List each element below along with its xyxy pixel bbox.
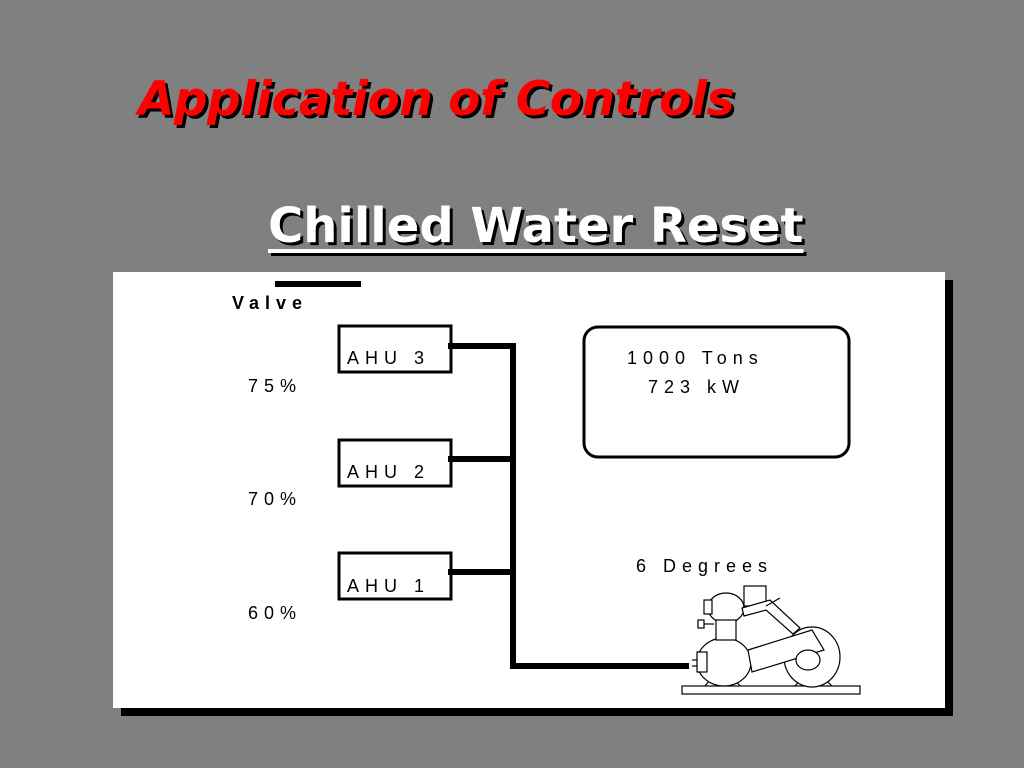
ahu-1-box xyxy=(337,551,453,601)
valve-header: Valve xyxy=(232,293,308,313)
ahu-1-label: AHU 1 xyxy=(347,576,430,596)
ahu-2-box xyxy=(337,438,453,488)
chiller-power: 723 kW xyxy=(648,377,745,397)
chiller-info-box xyxy=(582,325,851,459)
chiller-icon xyxy=(681,585,861,695)
ahu-3-valve: 75% xyxy=(248,376,302,396)
ahu-2-label: AHU 2 xyxy=(347,462,430,482)
slide-title: Application of Controls xyxy=(138,72,735,127)
slide-subtitle: Chilled Water Reset xyxy=(268,198,804,254)
ahu-3-box xyxy=(337,324,453,374)
chilled-water-piping xyxy=(448,343,689,669)
ahu-1-valve: 60% xyxy=(248,603,302,623)
ahu-3-label: AHU 3 xyxy=(347,348,430,368)
decorative-bar xyxy=(275,281,361,287)
ahu-2-valve: 70% xyxy=(248,489,302,509)
delta-t-label: 6 Degrees xyxy=(636,556,773,576)
chiller-capacity: 1000 Tons xyxy=(627,348,764,368)
